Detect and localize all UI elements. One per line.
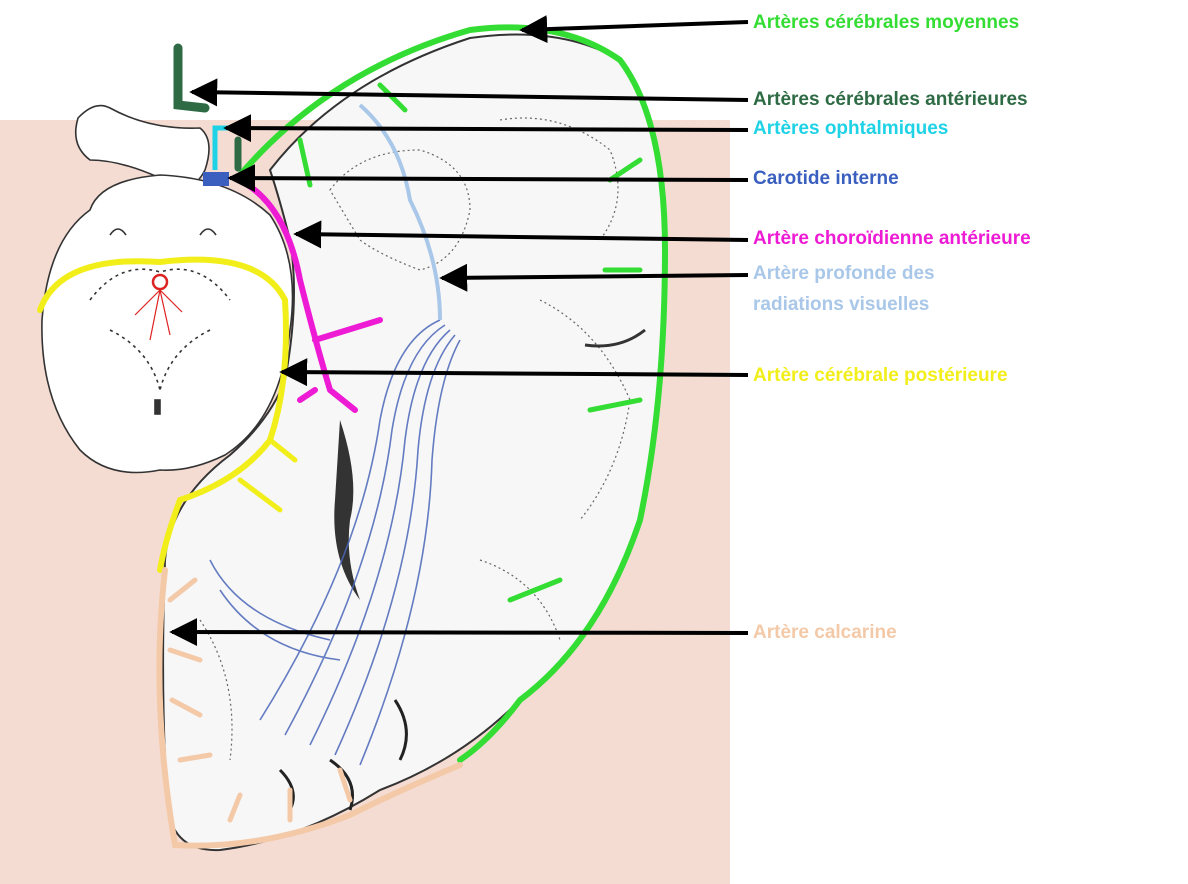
label-cerebrale-posterieure: Artère cérébrale postérieure: [753, 362, 1008, 389]
label-carotide-interne: Carotide interne: [753, 165, 899, 192]
label-calcarine: Artère calcarine: [753, 619, 897, 646]
arrow-calcarine: [172, 632, 748, 633]
arrow-cerebrales-moyennes: [522, 22, 748, 30]
internal-carotid-marker: [203, 172, 229, 186]
anterior-cerebral-artery-path: [178, 48, 205, 108]
label-profonde-line1: Artère profonde des: [753, 260, 935, 287]
arrow-carotide-interne: [230, 178, 748, 180]
label-cerebrales-anterieures: Artères cérébrales antérieures: [753, 86, 1028, 113]
arrow-ophtalmiques: [226, 128, 748, 130]
label-ophtalmiques: Artères ophtalmiques: [753, 115, 948, 142]
label-profonde-line2: radiations visuelles: [753, 291, 929, 318]
label-choroidienne-anterieure: Artère choroïdienne antérieure: [753, 225, 1031, 252]
label-cerebrales-moyennes: Artères cérébrales moyennes: [753, 9, 1019, 36]
